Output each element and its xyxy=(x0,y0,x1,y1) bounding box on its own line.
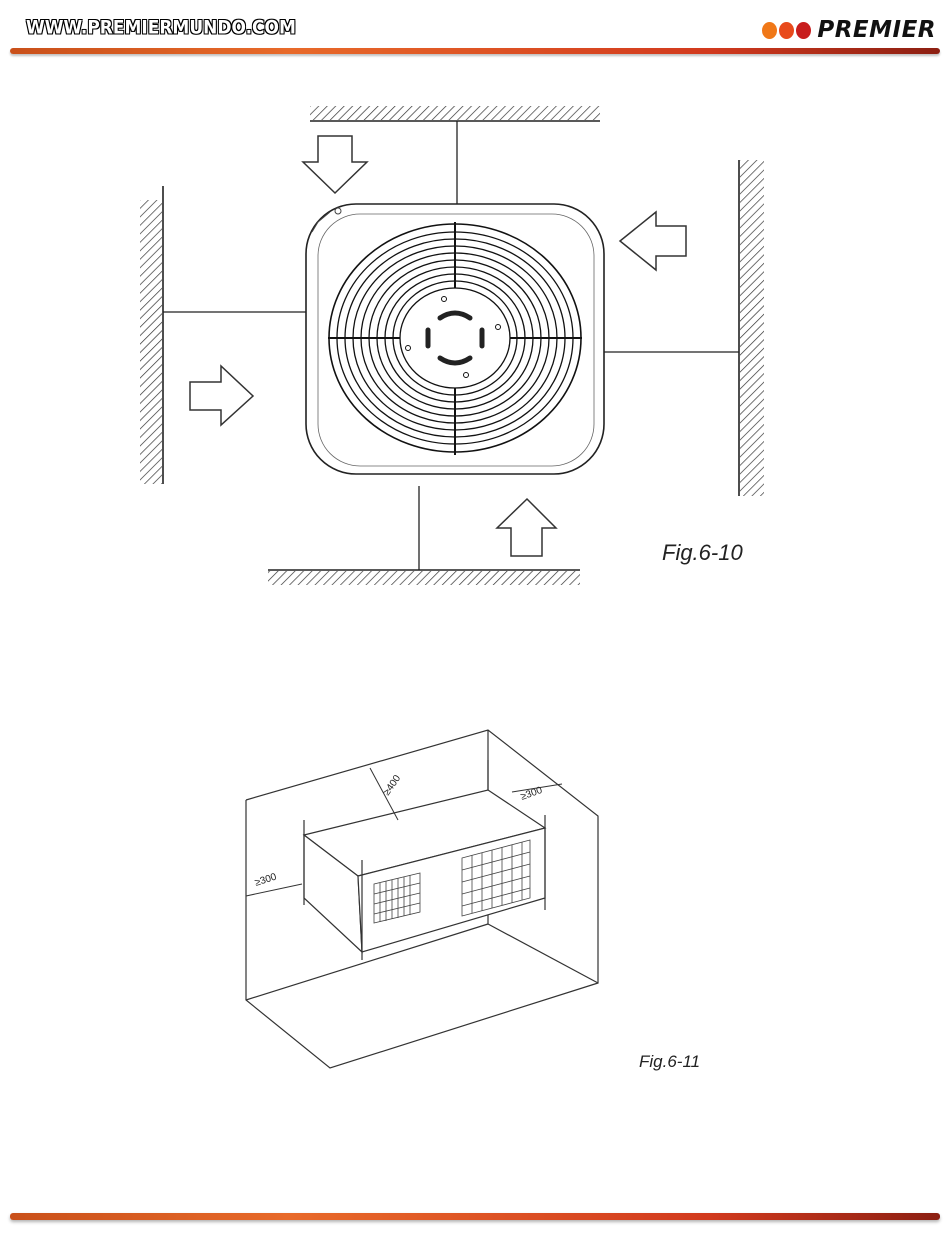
figure-6-11-caption: Fig.6-11 xyxy=(639,1052,700,1072)
left-wall xyxy=(140,186,163,484)
dim-right-clearance: ≥300 xyxy=(519,785,544,803)
bottom-wall xyxy=(268,570,580,585)
figure-6-10-diagram xyxy=(0,0,950,620)
dim-top-clearance: ≥400 xyxy=(381,773,403,798)
dim-left-clearance: ≥300 xyxy=(254,871,279,888)
indoor-unit-isometric xyxy=(304,760,545,960)
grille-large-icon xyxy=(462,840,530,916)
footer-divider xyxy=(10,1213,940,1220)
airflow-arrow-down-icon xyxy=(303,136,367,193)
airflow-arrow-left-icon xyxy=(620,212,686,270)
airflow-arrow-up-icon xyxy=(497,499,556,556)
grille-small-icon xyxy=(374,873,420,923)
airflow-arrow-right-icon xyxy=(190,366,253,425)
top-wall xyxy=(310,106,600,121)
figure-6-10-caption: Fig.6-10 xyxy=(662,540,743,566)
right-wall xyxy=(739,160,764,496)
